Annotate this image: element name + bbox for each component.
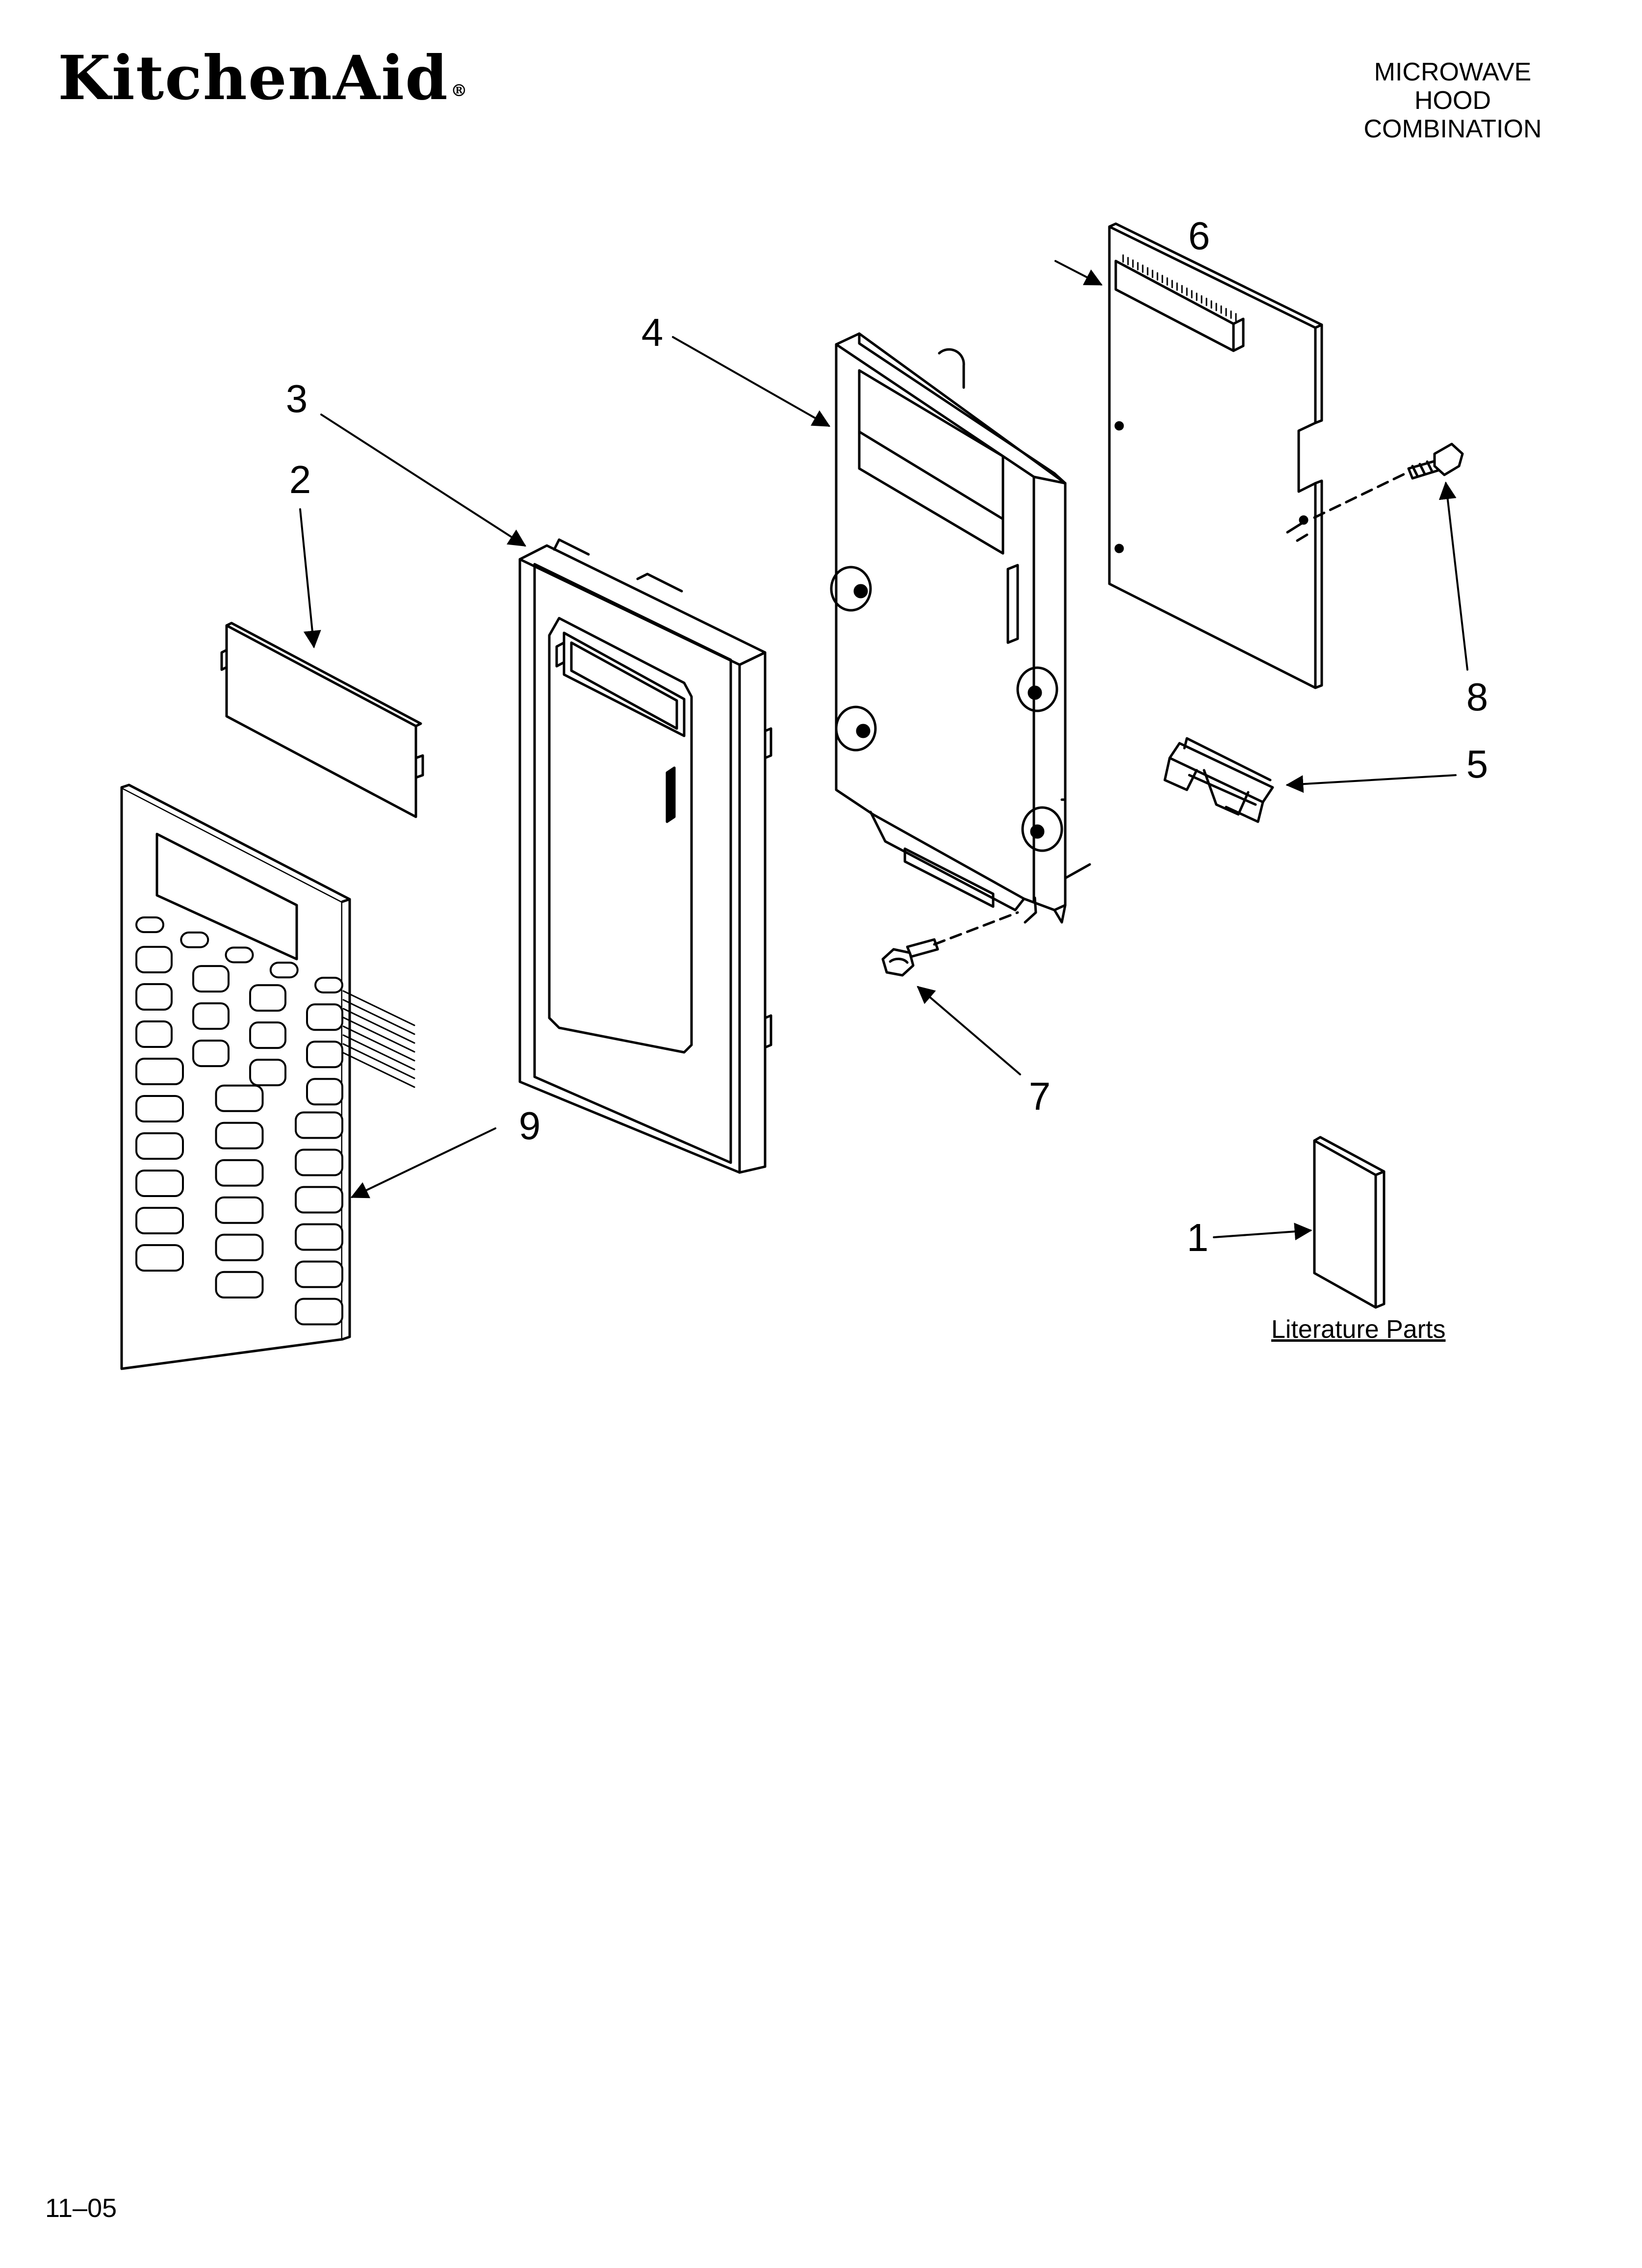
part-5-clip — [1163, 737, 1274, 823]
keypad-key — [135, 1170, 184, 1197]
keypad-key — [192, 1040, 230, 1068]
keypad-key — [135, 1095, 184, 1122]
keypad-key — [180, 931, 209, 948]
callout-6: 6 — [1188, 214, 1210, 258]
brand-name: KitchenAid — [58, 43, 449, 114]
callout-7: 7 — [1029, 1074, 1051, 1118]
keypad-key — [215, 1084, 264, 1112]
leader-6 — [1054, 260, 1103, 286]
keypad-key — [192, 965, 230, 993]
keypad-key — [215, 1159, 264, 1187]
part-6-control-board — [1108, 222, 1323, 689]
keypad-key — [135, 983, 173, 1011]
callout-9: 9 — [519, 1104, 541, 1147]
literature-parts-label: Literature Parts — [1271, 1315, 1446, 1344]
part-7-screw — [881, 911, 1019, 977]
part-3-control-bezel — [518, 538, 772, 1174]
keypad-key — [295, 1186, 343, 1214]
keypad-key — [215, 1121, 264, 1149]
keypad-key — [135, 1132, 184, 1160]
callout-1: 1 — [1187, 1216, 1209, 1259]
model-title: MICROWAVE HOOD COMBINATION — [1325, 58, 1580, 143]
leader-4 — [672, 336, 831, 427]
part-4-mounting-bracket — [830, 332, 1091, 924]
leader-5 — [1285, 774, 1457, 793]
part-9-control-panel — [120, 783, 415, 1370]
part-8-screw — [1313, 443, 1464, 519]
keypad-key — [295, 1148, 343, 1176]
leader-9 — [350, 1127, 496, 1199]
callout-5: 5 — [1466, 742, 1488, 786]
leader-3 — [320, 414, 527, 547]
leader-7 — [917, 986, 1021, 1075]
title-line-3: COMBINATION — [1363, 115, 1542, 143]
keypad-key — [135, 1244, 184, 1272]
keypad-key — [249, 1021, 286, 1049]
title-line-2: HOOD — [1414, 86, 1491, 115]
brand-logo: KitchenAid® — [58, 48, 468, 109]
title-line-1: MICROWAVE — [1374, 58, 1532, 86]
keypad-key — [215, 1196, 264, 1224]
keypad-key — [215, 1271, 264, 1299]
keypad-key — [249, 984, 286, 1012]
keypad-key — [314, 976, 343, 993]
keypad-key — [249, 1059, 286, 1087]
keypad-key — [135, 1207, 184, 1234]
leader-8 — [1438, 481, 1468, 671]
keypad-key — [295, 1111, 343, 1139]
keypad-key — [135, 946, 173, 973]
date-code: 11–05 — [45, 2193, 117, 2223]
keypad-key — [295, 1223, 343, 1251]
callout-4: 4 — [641, 311, 664, 354]
keypad-key — [295, 1298, 343, 1326]
keypad-key — [192, 1002, 230, 1030]
registered-mark: ® — [450, 81, 468, 101]
keypad-key — [135, 1058, 184, 1085]
leader-2 — [299, 508, 321, 649]
keypad-key — [135, 916, 164, 933]
callout-2: 2 — [289, 458, 311, 501]
leader-lines — [299, 260, 1468, 1241]
keypad-key — [295, 1260, 343, 1288]
leader-1 — [1213, 1223, 1312, 1241]
keypad-key — [135, 1020, 173, 1048]
keypad-key — [306, 1041, 343, 1069]
callout-8: 8 — [1466, 675, 1488, 719]
keypad-key — [306, 1078, 343, 1106]
part-2-display-window — [220, 622, 424, 818]
keypad-key — [215, 1233, 264, 1261]
keypad-key — [269, 962, 299, 979]
part-1-literature-booklet — [1313, 1136, 1385, 1309]
keypad-key — [225, 946, 254, 964]
keypad-key — [306, 1003, 343, 1031]
callout-3: 3 — [286, 377, 308, 420]
